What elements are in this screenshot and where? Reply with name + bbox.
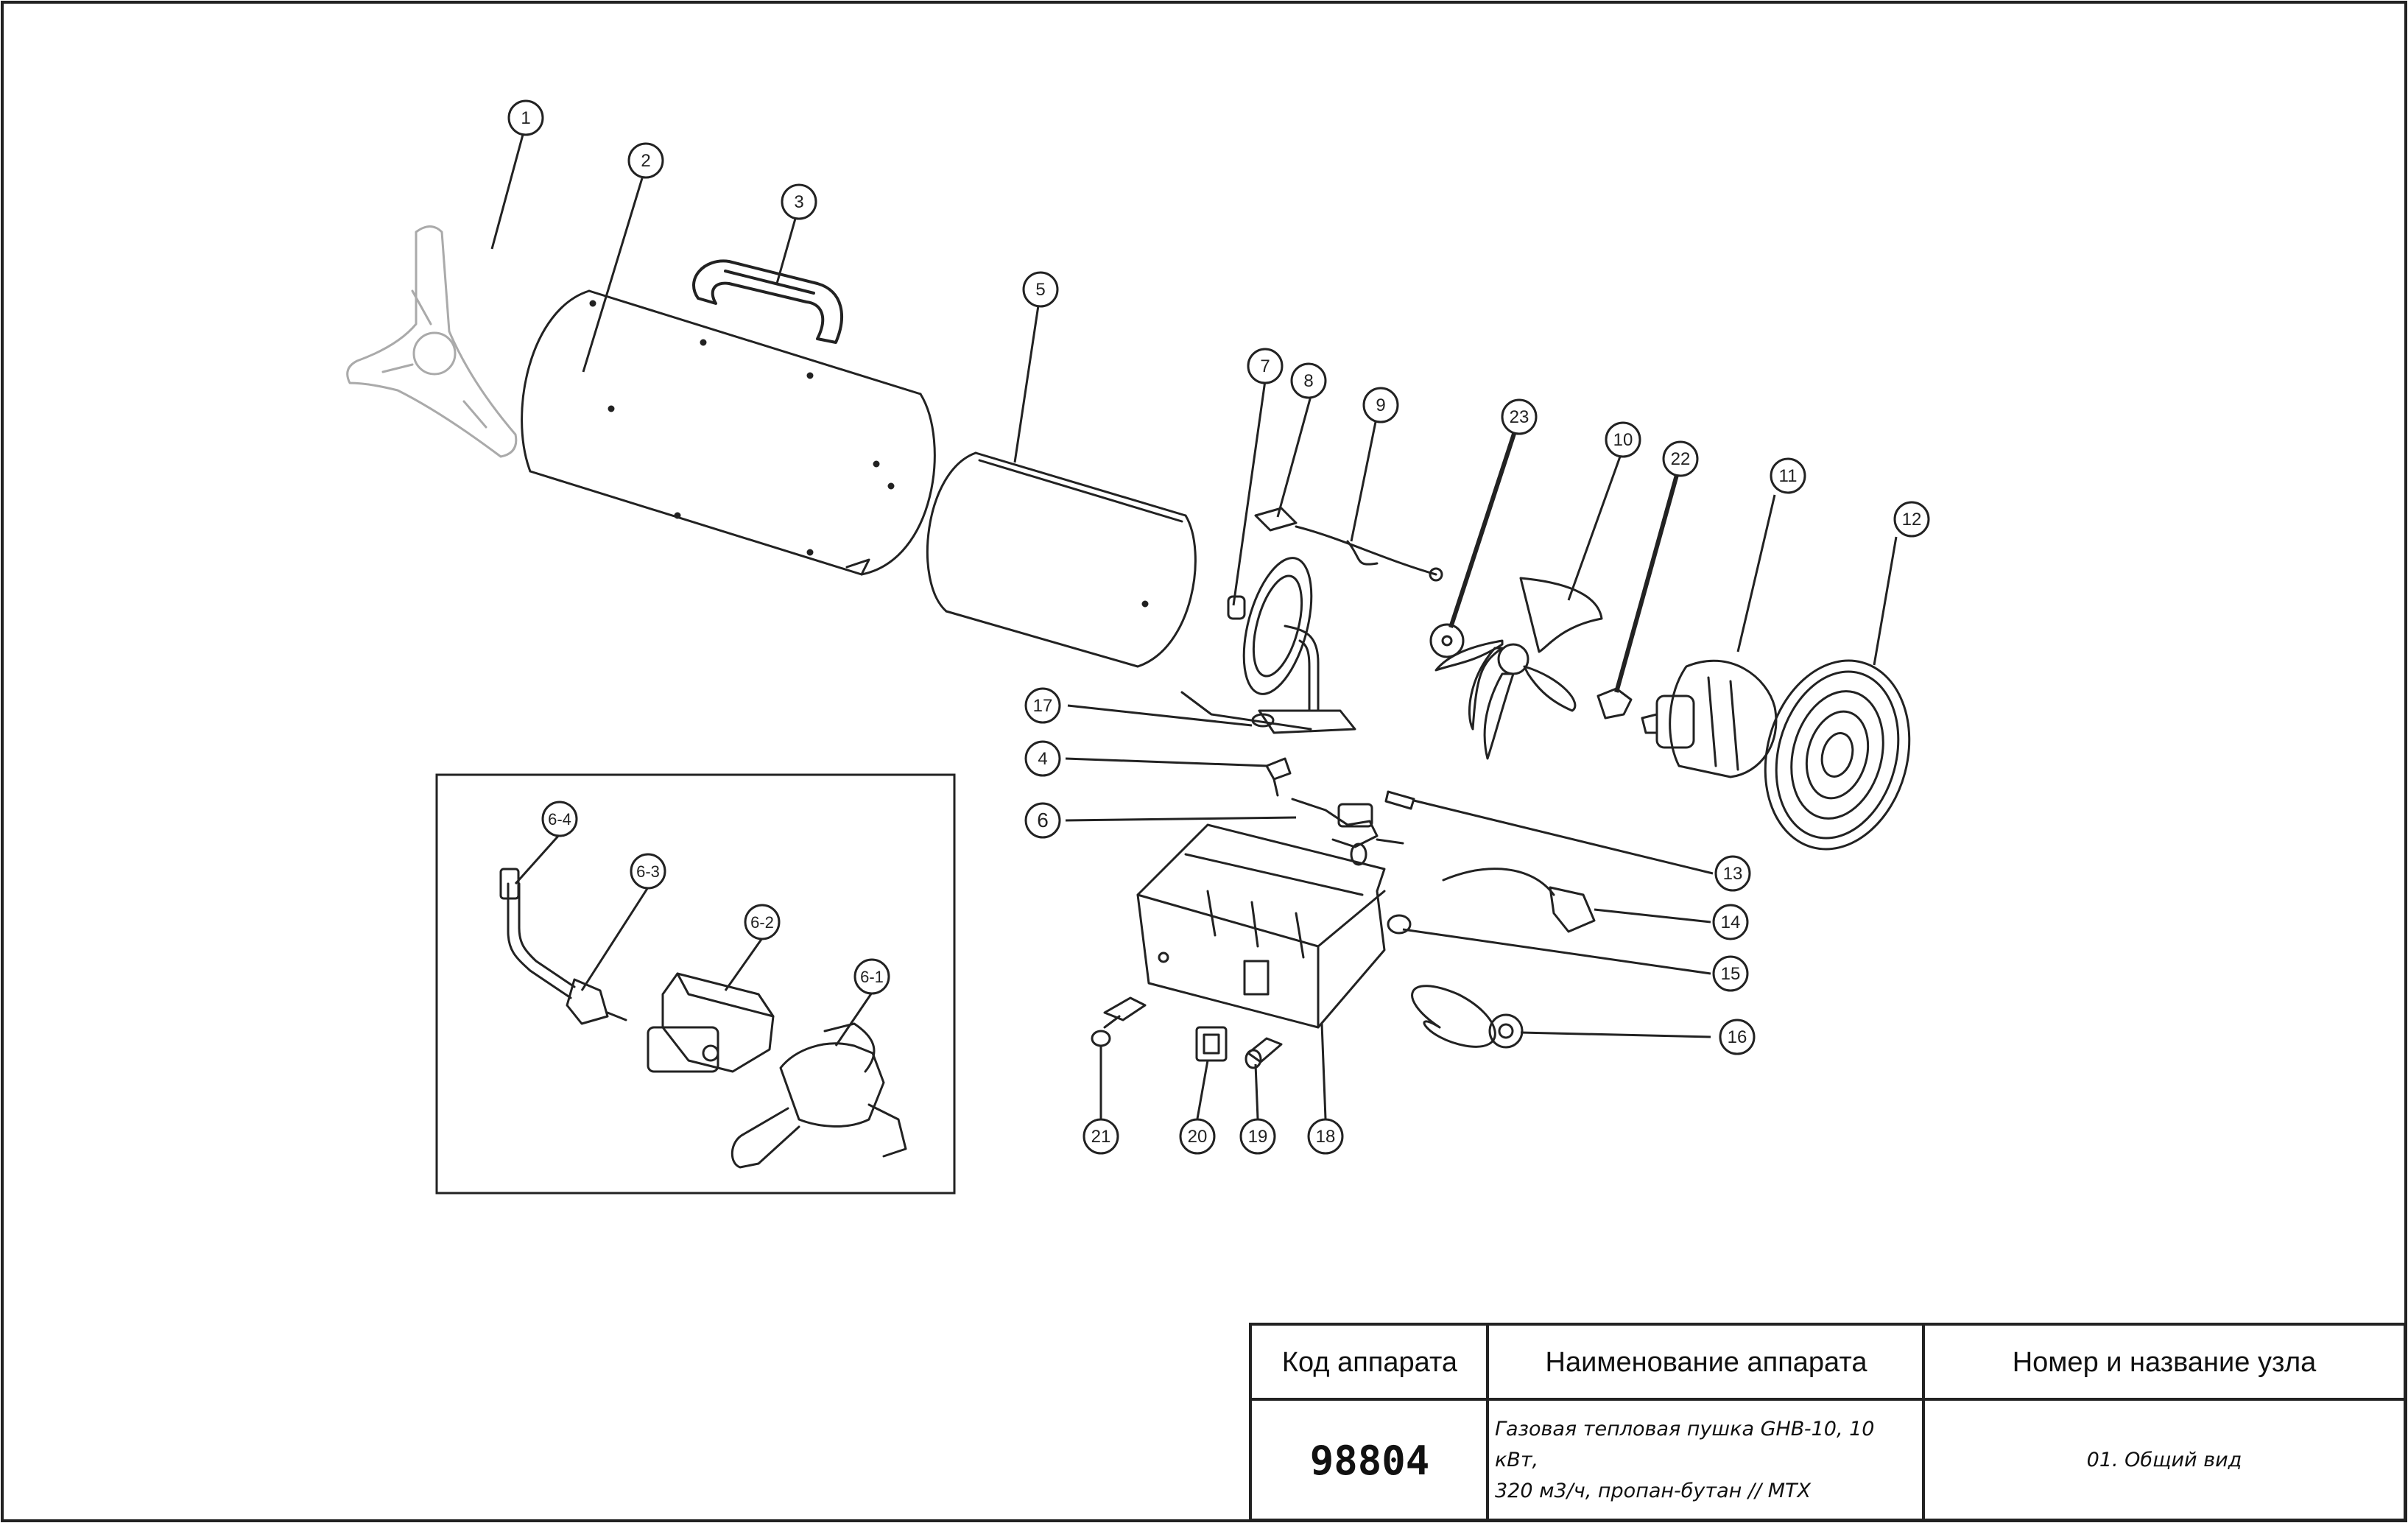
part-solenoid-valve [647, 972, 775, 1073]
callout-8: 8 [1290, 362, 1327, 399]
svg-text:21: 21 [1091, 1127, 1111, 1147]
part-fan-blade [1434, 577, 1603, 760]
part-bracket [1254, 507, 1298, 532]
callout-12: 12 [1893, 501, 1930, 538]
part-gas-valve [1291, 798, 1404, 866]
code-value: 98804 [1309, 1437, 1430, 1484]
callout-6: 6 [1024, 802, 1061, 839]
node-header: Номер и название узла [2012, 1346, 2317, 1378]
callout-6-1: 6-1 [853, 958, 890, 995]
part-rocker-switch [1195, 1026, 1228, 1062]
part-knob [1387, 914, 1412, 935]
part-carry-handle [692, 259, 843, 344]
leader-lines [490, 134, 1898, 1119]
callout-6-4: 6-4 [541, 801, 578, 837]
part-washer [1429, 623, 1465, 658]
svg-text:16: 16 [1728, 1027, 1747, 1047]
callout-19: 19 [1239, 1118, 1276, 1155]
svg-text:22: 22 [1671, 449, 1691, 469]
svg-text:1: 1 [521, 108, 530, 128]
part-ignition-button [1091, 996, 1147, 1047]
svg-text:15: 15 [1721, 964, 1741, 984]
callout-6-3: 6-3 [630, 853, 666, 890]
name-header: Наименование аппарата [1545, 1346, 1867, 1378]
callout-10: 10 [1605, 421, 1641, 458]
valve-detail-frame [435, 773, 956, 1195]
svg-text:8: 8 [1303, 371, 1313, 391]
callout-9: 9 [1362, 387, 1399, 423]
part-nut [1596, 687, 1633, 720]
callout-23: 23 [1501, 398, 1538, 435]
part-valve-body [731, 1022, 907, 1169]
svg-text:5: 5 [1035, 280, 1045, 300]
svg-text:19: 19 [1248, 1127, 1268, 1147]
name-line-2: 320 м3/ч, пропан-бутан // MTX [1495, 1480, 1811, 1502]
svg-text:3: 3 [794, 192, 803, 212]
callout-6-2: 6-2 [744, 904, 781, 940]
part-thermocouple [1295, 525, 1443, 582]
svg-text:2: 2 [641, 151, 650, 171]
svg-text:4: 4 [1038, 749, 1047, 769]
callout-7: 7 [1247, 348, 1284, 384]
svg-text:6-1: 6-1 [860, 968, 884, 986]
svg-text:17: 17 [1033, 696, 1053, 716]
part-rear-stand [346, 225, 518, 458]
svg-text:10: 10 [1613, 430, 1633, 450]
part-union-nut [566, 978, 627, 1025]
part-nozzle-holder [1265, 757, 1292, 797]
part-gas-hose-regulator [1411, 985, 1524, 1049]
part-combustion-chamber [926, 451, 1197, 668]
part-ignition-electrode [1180, 691, 1312, 731]
svg-text:13: 13 [1723, 864, 1743, 884]
svg-text:7: 7 [1260, 356, 1270, 376]
svg-text:14: 14 [1721, 912, 1741, 932]
callout-22: 22 [1662, 440, 1699, 477]
part-outer-housing [521, 289, 936, 576]
title-block-grid [1249, 1323, 2407, 1522]
svg-text:6-2: 6-2 [750, 913, 774, 932]
svg-text:9: 9 [1376, 395, 1385, 415]
svg-text:20: 20 [1188, 1127, 1208, 1147]
code-header: Код аппарата [1281, 1346, 1458, 1378]
part-burner-plate [1227, 557, 1356, 734]
svg-text:18: 18 [1316, 1127, 1336, 1147]
svg-text:6-3: 6-3 [636, 862, 660, 881]
callout-3: 3 [781, 183, 817, 220]
part-indicator-lamp [1245, 1037, 1283, 1069]
svg-text:6-4: 6-4 [548, 810, 571, 829]
part-hose-fitting [1384, 790, 1415, 810]
callout-2: 2 [627, 142, 664, 179]
part-control-box [1136, 823, 1386, 1029]
callout-11: 11 [1770, 457, 1806, 494]
callout-14: 14 [1712, 904, 1749, 940]
callout-17: 17 [1024, 687, 1061, 724]
svg-text:23: 23 [1510, 407, 1529, 427]
name-line-1: Газовая тепловая пушка GHB-10, 10 кВт, [1495, 1418, 1875, 1471]
callout-4: 4 [1024, 740, 1061, 777]
svg-text:6: 6 [1037, 809, 1049, 831]
part-motor [1641, 659, 1778, 778]
part-fan-guard [1764, 659, 1911, 851]
callout-1: 1 [507, 99, 544, 136]
callout-13: 13 [1714, 855, 1751, 892]
callout-15: 15 [1712, 955, 1749, 992]
callout-16: 16 [1719, 1019, 1756, 1055]
part-inlet-elbow [499, 868, 576, 999]
svg-text:11: 11 [1779, 466, 1798, 486]
svg-text:12: 12 [1902, 510, 1922, 530]
callout-5: 5 [1022, 271, 1059, 308]
callout-18: 18 [1307, 1118, 1344, 1155]
part-power-cord [1442, 868, 1596, 933]
callout-21: 21 [1082, 1118, 1119, 1155]
name-value: Газовая тепловая пушка GHB-10, 10 кВт, 3… [1495, 1401, 1922, 1520]
callout-20: 20 [1179, 1118, 1216, 1155]
node-value: 01. Общий вид [2086, 1449, 2242, 1471]
